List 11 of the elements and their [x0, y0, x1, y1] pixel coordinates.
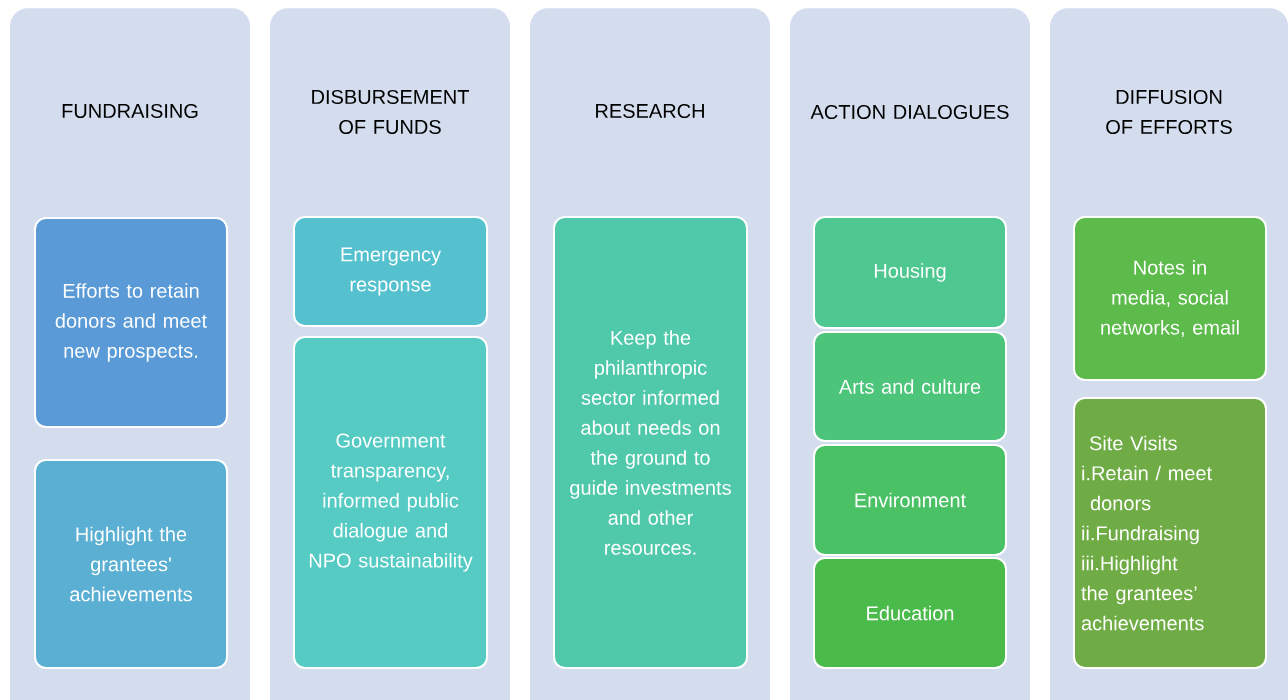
content-box: Efforts to retain donors and meet new prospects.	[34, 217, 228, 428]
content-box: Arts and culture	[813, 331, 1007, 442]
content-box: Government transparency, informed public dialogue and NPO sustainability	[293, 336, 488, 669]
content-box: Education	[813, 557, 1007, 669]
content-box: Notes in media, social networks, email	[1073, 216, 1267, 381]
content-box: Emergency response	[293, 216, 488, 327]
content-box: Housing	[813, 216, 1007, 329]
content-box: Site Visits i.Retain / meet donors ii.Fundraising iii.Highlight the grantees’ achievements	[1073, 397, 1267, 669]
content-box: Highlight the grantees' achievements	[34, 459, 228, 669]
content-box: Keep the philanthropic sector informed about needs on the ground to guide investments and other resources.	[553, 216, 748, 669]
content-box: Environment	[813, 444, 1007, 556]
